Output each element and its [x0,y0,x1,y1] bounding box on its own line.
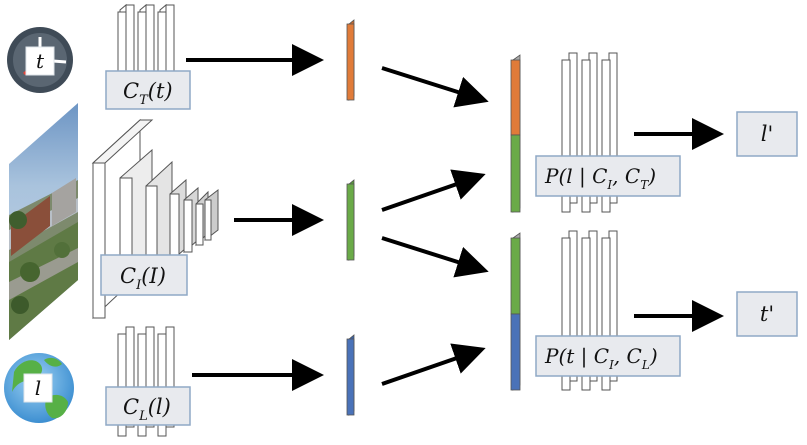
time-encoder-label: CT(t) [123,79,173,108]
location-input-icon: l [4,353,74,423]
location-head-block: P(l | CI, CT) [535,52,681,213]
time-output: t' [736,291,798,337]
time-encoder-block: CT(t) [105,3,191,110]
image-feature-vector [346,179,355,261]
location-encoder-block: CL(l) [105,326,191,437]
arrow-location-to-time-head [381,343,486,386]
time-input-icon: t [7,27,73,93]
concat-vector-bottom [510,232,521,391]
arrow-image-to-time-head [381,236,489,278]
arrow-time-to-location-head [381,66,489,108]
time-icon-letter: t [36,49,45,73]
image-encoder-block: CI(I) [91,118,219,320]
location-head-label-box [535,155,681,197]
location-output-box [736,111,798,157]
time-head-label: P(t | CI, CL) [544,344,658,372]
time-output-box [736,291,798,337]
encoder-arrows [186,44,324,391]
time-feature-vector [346,19,355,101]
time-encoder-label-box [105,70,191,110]
time-head-label-box [535,335,681,377]
location-icon-letter: l [35,376,41,400]
time-head-block: P(t | CI, CL) [535,230,681,391]
image-encoder-label-box [100,254,188,296]
fusion-arrows [381,66,489,386]
image-encoder-label: CI(I) [120,264,166,293]
concat-vector-top [510,54,521,213]
time-output-label: t' [760,302,774,326]
image-input-photo [9,103,78,340]
location-head-label: P(l | CI, CT) [544,164,656,192]
location-output-label: l' [761,122,774,146]
location-feature-vector [346,334,355,416]
location-encoder-label-box [105,386,191,426]
location-output: l' [736,111,798,157]
output-arrows [634,118,724,332]
location-encoder-label: CL(l) [123,395,171,424]
arrow-image-to-location-head [381,169,486,212]
